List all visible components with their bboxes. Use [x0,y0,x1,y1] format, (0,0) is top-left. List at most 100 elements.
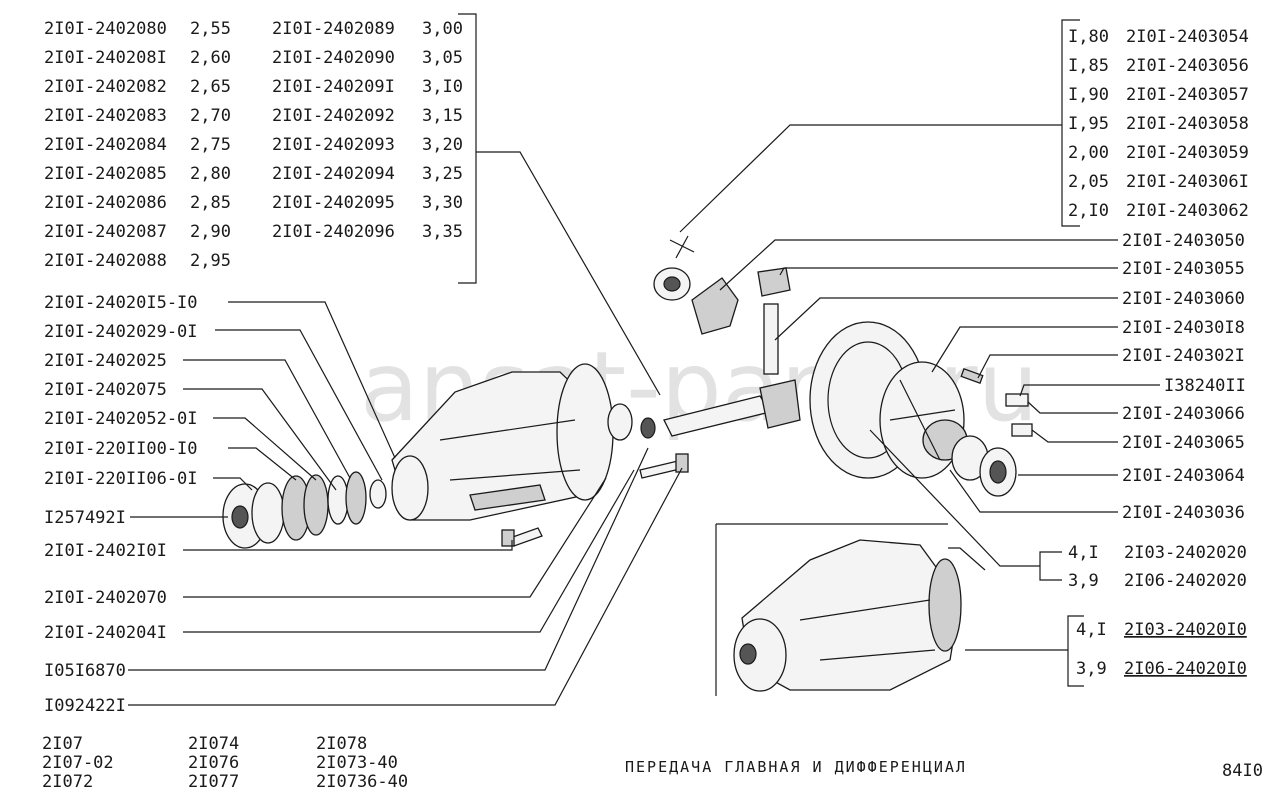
shim-size: 2,95 [190,251,231,271]
shim-size: 2,80 [190,164,231,184]
lock-plate-a [1005,393,1029,407]
shim-table-bracket [458,13,477,284]
callout-label: 2I0I-2403060 [1122,289,1245,309]
shim-part: 2I0I-2402082 [44,77,167,97]
callout-label: 2I0I-2402052-0I [44,409,198,429]
model-list: 2I07 2I07-02 2I072 2I074 2I076 2I077 2I0… [42,734,408,792]
shim-column-left: 2I0I-2402080 2,55 2I0I-240208I 2,60 2I0I… [44,19,231,271]
model-code: 2I07-02 [42,753,114,773]
assembly-part: 2I06-2402020 [1124,571,1247,591]
washer-size: I,85 [1068,56,1109,76]
shim-part: 2I0I-2402088 [44,251,167,271]
callout-label: 2I0I-2403064 [1122,466,1245,486]
shim-part: 2I0I-2402084 [44,135,167,155]
shim-part: 2I0I-2402086 [44,193,167,213]
assembled-axle-unit [715,523,962,696]
page-title: ПЕРЕДАЧА ГЛАВНАЯ И ДИФФЕРЕНЦИАЛ [625,758,967,776]
shim-part: 2I0I-2402092 [272,106,395,126]
shim-table: 2I0I-2402080 2,55 2I0I-240208I 2,60 2I0I… [44,13,477,284]
flange-stack [222,471,387,549]
cover-bolt [501,527,543,547]
page-number: 84I0 [1222,761,1263,781]
shim-size: 3,30 [422,193,463,213]
left-callouts: 2I0I-24020I5-I0 2I0I-2402029-0I 2I0I-240… [44,293,198,716]
shim-part: 2I0I-2402085 [44,164,167,184]
right-callouts: 2I0I-2403050 2I0I-2403055 2I0I-2403060 2… [1122,231,1246,523]
shim-part: 2I0I-2402089 [272,19,395,39]
pinion-satellite [757,267,791,297]
assembly-ratio: 4,I [1076,620,1107,640]
shim-size: 3,35 [422,222,463,242]
washer-part: 2I0I-2403062 [1126,201,1249,221]
shim-column-mid: 2I0I-2402089 3,00 2I0I-2402090 3,05 2I0I… [272,19,463,242]
callout-label: 2I0I-240302I [1122,346,1245,366]
shim-size: 2,65 [190,77,231,97]
assembly-part: 2I06-24020I0 [1124,659,1247,679]
callout-label: 2I0I-220II06-0I [44,469,198,489]
shim-part: 2I0I-2402087 [44,222,167,242]
shim-part: 2I0I-2402094 [272,164,395,184]
assembly-part: 2I03-2402020 [1124,543,1247,563]
shim-size: 2,75 [190,135,231,155]
washer-table: I,80 2I0I-2403054 I,85 2I0I-2403056 I,90… [1061,19,1249,227]
washer-part: 2I0I-2403059 [1126,143,1249,163]
shim-part: 2I0I-2402080 [44,19,167,39]
callout-label: 2I0I-2402025 [44,351,167,371]
callout-label: 2I0I-2403055 [1122,259,1245,279]
callout-label: I38240II [1164,376,1246,396]
assembly-ratio: 3,9 [1076,659,1107,679]
callout-label: I257492I [44,508,126,528]
washer-size: 2,I0 [1068,201,1109,221]
shim-part: 2I0I-2402096 [272,222,395,242]
parts-drawing [222,267,1033,696]
washer-part: 2I0I-2403054 [1126,27,1249,47]
shim-size: 2,85 [190,193,231,213]
model-code: 2I072 [42,772,93,792]
model-code: 2I074 [188,734,239,754]
washer-size: 2,05 [1068,172,1109,192]
assembly-ratio: 3,9 [1068,571,1099,591]
shim-size: 3,00 [422,19,463,39]
washer-size: I,90 [1068,85,1109,105]
assembly-ratio: 4,I [1068,543,1099,563]
assembly-labels: 4,I 2I03-2402020 3,9 2I06-2402020 4,I 2I… [1068,543,1247,679]
satellite-axle [763,303,779,375]
washer-size: I,95 [1068,114,1109,134]
callout-label: I05I6870 [44,661,126,681]
shim-part: 2I0I-2402090 [272,48,395,68]
callout-label: 2I0I-2403050 [1122,231,1245,251]
shim-size: 3,I0 [422,77,463,97]
callout-label: 2I0I-24030I8 [1122,318,1245,338]
washer-part: 2I0I-2403056 [1126,56,1249,76]
shim-size: 2,90 [190,222,231,242]
shim-size: 3,05 [422,48,463,68]
washer-size: I,80 [1068,27,1109,47]
differential-case [879,361,968,479]
assembly-part: 2I03-24020I0 [1124,620,1247,640]
washer-part: 2I0I-2403057 [1126,85,1249,105]
callout-label: 2I0I-2402070 [44,588,167,608]
gasket [607,403,633,441]
callout-label: 2I0I-2402029-0I [44,322,198,342]
callout-label: 2I0I-2403066 [1122,404,1245,424]
shim-size: 3,25 [422,164,463,184]
lock-plate-b [1011,423,1033,437]
callout-label: 2I0I-2402075 [44,380,167,400]
shim-part: 2I0I-2402095 [272,193,395,213]
model-code: 2I077 [188,772,239,792]
spacer [640,417,656,439]
washer-part: 2I0I-240306I [1126,172,1249,192]
shim-part: 2I0I-240208I [44,48,167,68]
leader-lines [128,124,1160,706]
washer-table-bracket [1061,19,1080,227]
side-gear [691,277,739,335]
callout-label: 2I0I-220II00-I0 [44,439,198,459]
callout-label: 2I0I-2403036 [1122,503,1245,523]
callout-label: 2I0I-24020I5-I0 [44,293,198,313]
drive-pinion [663,379,801,437]
shim-size: 2,70 [190,106,231,126]
callout-label: 2I0I-2403065 [1122,433,1245,453]
model-code: 2I073-40 [316,753,398,773]
washer-part: 2I0I-2403058 [1126,114,1249,134]
